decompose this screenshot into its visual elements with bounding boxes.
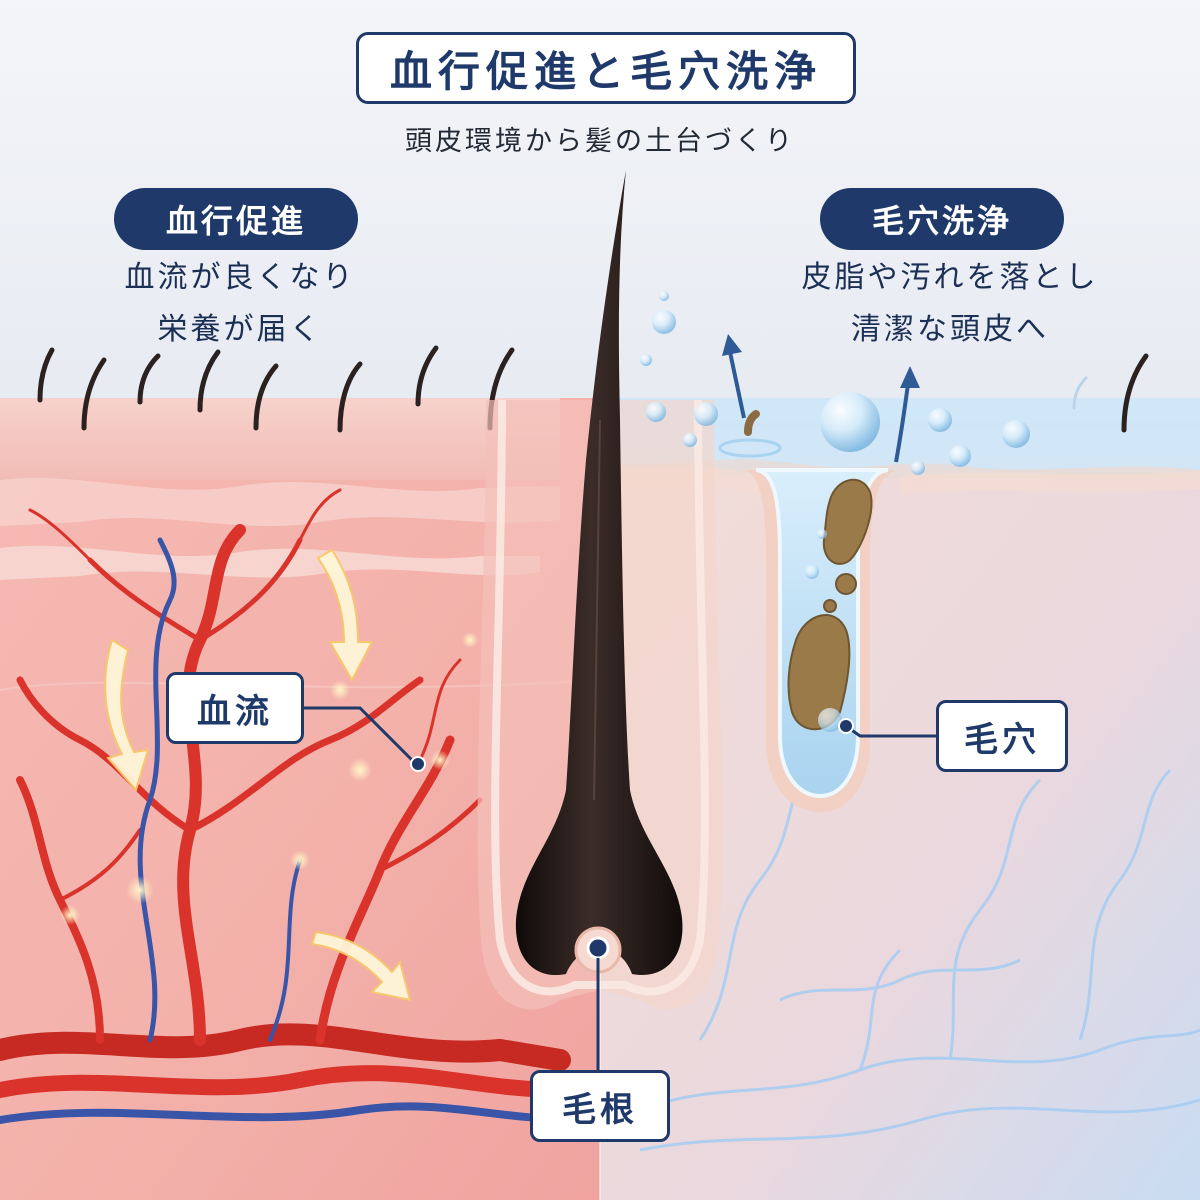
- arrowhead-icon: [900, 366, 920, 388]
- right-vessels: [639, 758, 1200, 1152]
- callout-blood-flow: 血流: [166, 672, 304, 744]
- left-wave-layer: [0, 477, 560, 527]
- leader-line-blood: [304, 706, 416, 764]
- subtitle: 頭皮環境から髪の土台づくり: [405, 125, 795, 157]
- short-hairs-left: [37, 345, 515, 433]
- small-hair-in-pore: [744, 410, 760, 436]
- callout-hair-root: 毛根: [530, 1070, 670, 1142]
- hair-shaft: [515, 170, 683, 976]
- pore-marker: [838, 718, 854, 734]
- heading-pore-cleansing: 毛穴洗浄: [820, 188, 1064, 250]
- bubbles: [640, 291, 1030, 732]
- root-marker: [586, 936, 610, 960]
- description-blood-circulation: 血流が良くなり 栄養が届く: [80, 252, 400, 356]
- description-line: 血流が良くなり: [124, 260, 356, 295]
- description-line: 清潔な頭皮へ: [851, 312, 1049, 347]
- short-hairs-right: [1072, 353, 1149, 433]
- sebum-plugs: [787, 478, 873, 731]
- flow-arrow-icon: [316, 548, 374, 683]
- arrow-heads: [722, 334, 920, 388]
- hair-highlight: [593, 419, 601, 801]
- up-arrow-icon: [894, 383, 910, 463]
- description-line: 栄養が届く: [157, 312, 323, 347]
- glow-sparkles: [60, 632, 478, 925]
- flow-arrow-icon: [310, 930, 412, 1002]
- up-arrow-icon: [728, 351, 746, 419]
- flow-arrow-icon: [104, 638, 150, 793]
- arrowhead-icon: [722, 334, 742, 356]
- description-line: 皮脂や汚れを落とし: [801, 260, 1099, 295]
- description-pore-cleansing: 皮脂や汚れを落とし 清潔な頭皮へ: [760, 252, 1140, 356]
- callout-pore: 毛穴: [936, 700, 1068, 772]
- flow-arrows: [104, 548, 412, 1002]
- blood-marker: [410, 756, 426, 772]
- water-ripple: [718, 438, 782, 458]
- main-title: 血行促進と毛穴洗浄: [356, 32, 856, 104]
- cleanse-arrows: [728, 351, 910, 463]
- heading-blood-circulation: 血行促進: [114, 188, 358, 250]
- left-vessels: [0, 488, 571, 1124]
- left-epidermis: [0, 398, 560, 480]
- left-wave-layer-2: [0, 545, 540, 580]
